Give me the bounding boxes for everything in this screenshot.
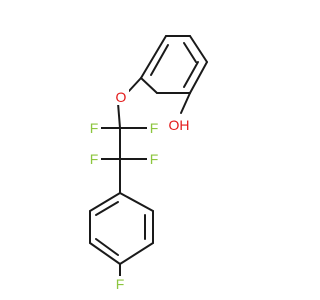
bond	[150, 44, 169, 76]
bond	[183, 42, 197, 63]
bond	[89, 192, 121, 212]
atom-labels: O OH F F F F F	[87, 89, 190, 292]
oxygen-label: O	[116, 89, 127, 105]
structure-canvas: O OH F F F F F	[87, 35, 208, 292]
bond	[95, 201, 119, 216]
bond	[119, 192, 154, 212]
bond	[140, 35, 167, 79]
hydroxyl-label: OH	[169, 117, 190, 133]
bond	[180, 92, 191, 114]
fluorine-label: F	[150, 151, 159, 167]
bond	[95, 238, 119, 256]
fluorine-label: F	[90, 120, 99, 136]
bond	[119, 242, 154, 265]
bond	[128, 77, 142, 92]
fluorine-label: F	[150, 120, 159, 136]
bonds	[89, 35, 208, 284]
bond	[140, 77, 158, 94]
fluorine-label: F	[116, 276, 125, 292]
bond	[117, 102, 121, 129]
fluorine-label: F	[90, 151, 99, 167]
bond	[183, 61, 199, 88]
bond	[89, 242, 121, 265]
molecule-structure: O OH F F F F F	[87, 35, 208, 292]
bond	[189, 35, 208, 63]
bond	[189, 61, 208, 94]
